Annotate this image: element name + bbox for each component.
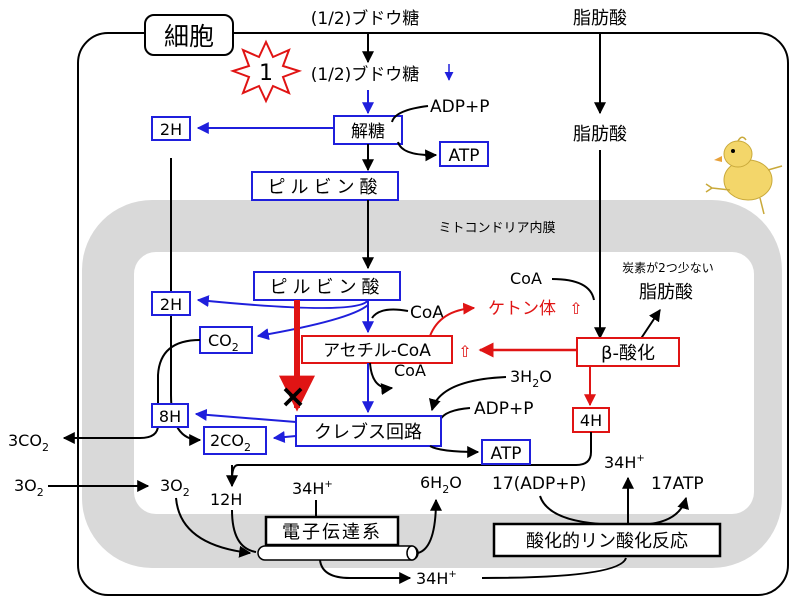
ketone-increase-icon: ⇧ xyxy=(569,299,582,318)
adp-17-label: 17(ADP+P) xyxy=(492,474,586,494)
glucose-outside: (1/2)ブドウ糖 xyxy=(311,8,420,29)
pyruvate-to-co2-arrow xyxy=(256,304,369,341)
coa-label-3: CoA xyxy=(510,269,542,288)
atp-box-1 xyxy=(439,141,489,167)
co2-label: CO2 xyxy=(208,331,239,354)
etc-tube-end xyxy=(406,545,418,561)
coa-to-beta-curve xyxy=(551,278,595,301)
beta-ox-label: β-酸化 xyxy=(601,343,655,364)
2h-label-2: 2H xyxy=(160,295,182,314)
adp-p-label-2: ADP+P xyxy=(474,399,533,419)
pyruvate-box-2 xyxy=(253,271,401,301)
o2-left-label: 3O2 xyxy=(14,476,44,499)
ketone-label: ケトン体 xyxy=(488,299,556,319)
pyruvate-label-1: ピルビン酸 xyxy=(268,177,383,198)
acetyl-coa-label: アセチル-CoA xyxy=(323,341,431,361)
starburst-number: 1 xyxy=(259,61,273,86)
etc-to-34h-curve xyxy=(319,559,412,584)
chick-illustration xyxy=(705,136,783,215)
adp-p-curve-1 xyxy=(391,105,429,123)
krebs-box xyxy=(295,415,442,447)
4h-box xyxy=(572,407,610,433)
coa-out-arrow xyxy=(369,362,394,396)
pyruvate-to-2h-arrow xyxy=(196,295,369,309)
acetyl-to-ketone-arrow xyxy=(429,302,476,337)
acetyl-coa-box xyxy=(301,335,453,364)
etc-to-h2o-curve xyxy=(417,498,442,554)
o2-inner-label: 3O2 xyxy=(160,476,190,499)
etc-tube xyxy=(257,545,419,561)
atp-box-2 xyxy=(481,439,531,465)
atp-label-2: ATP xyxy=(491,444,522,464)
oxphos-label: 酸化的リン酸化反応 xyxy=(526,531,688,552)
atp-label-1: ATP xyxy=(449,146,480,166)
coa-label-2: CoA xyxy=(394,361,426,380)
glycolysis-label: 解糖 xyxy=(351,122,385,142)
4h-label: 4H xyxy=(580,411,602,430)
2h-box-2 xyxy=(151,291,191,316)
mitochondria-membrane-label: ミトコンドリア内膜 xyxy=(438,220,555,236)
etc-box xyxy=(264,515,400,547)
pyruvate-box-1 xyxy=(251,171,399,201)
acetyl-increase-icon: ⇧ xyxy=(458,342,471,361)
short-fatty-acid-label: 脂肪酸 xyxy=(639,282,693,303)
starburst-icon xyxy=(229,39,303,104)
cell-label-box xyxy=(144,14,234,56)
atp-arrow-1 xyxy=(397,141,438,162)
co2-out-line xyxy=(62,339,201,444)
34h-c-to-oxphos-curve xyxy=(481,557,627,579)
beta-to-short-fatty-arrow xyxy=(639,309,661,341)
glucose-inside: (1/2)ブドウ糖 xyxy=(311,64,420,85)
2h-label-1: 2H xyxy=(160,120,182,139)
glycolysis-box xyxy=(333,115,403,145)
12h-label: 12H xyxy=(210,490,242,509)
oxphos-box xyxy=(492,522,722,558)
short-fatty-acid-note: 炭素が2つ少ない xyxy=(622,260,714,275)
block-cross-icon: × xyxy=(280,377,307,415)
2co2-box xyxy=(203,426,267,455)
34h-label-b: 34H+ xyxy=(604,453,645,472)
krebs-label: クレブス回路 xyxy=(314,421,422,443)
krebs-to-8h-arrow xyxy=(194,408,297,423)
atp-17-label: 17ATP xyxy=(651,474,704,494)
etc-label: 電子伝達系 xyxy=(282,522,382,543)
krebs-to-atp-arrow xyxy=(429,445,480,458)
krebs-to-co2-arrow xyxy=(272,431,297,443)
coa-curve-1 xyxy=(371,308,409,319)
2co2-label: 2CO2 xyxy=(210,431,251,454)
8h-box xyxy=(151,403,189,428)
8h-label: 8H xyxy=(159,407,181,426)
2h-box-1 xyxy=(151,116,191,141)
coa-label-1: CoA xyxy=(410,303,444,323)
adp-p-label-1: ADP+P xyxy=(430,97,489,117)
h2o-into-krebs-curve xyxy=(428,376,507,412)
fatty-acid-outside: 脂肪酸 xyxy=(573,8,627,29)
beta-ox-box xyxy=(576,337,680,367)
34h-label-a: 34H+ xyxy=(292,479,333,498)
cell-label: 細胞 xyxy=(164,22,214,51)
h2o-6-label: 6H2O xyxy=(420,473,462,496)
34h-label-c: 34H+ xyxy=(416,569,457,588)
h2o-3-label: 3H2O xyxy=(510,367,552,390)
pyruvate-label-2: ピルビン酸 xyxy=(270,277,385,298)
3co2-label: 3CO2 xyxy=(8,431,49,454)
12h-to-etc-curve xyxy=(231,509,257,553)
fatty-acid-inside: 脂肪酸 xyxy=(573,124,627,145)
o2-to-etc-curve xyxy=(175,497,252,558)
